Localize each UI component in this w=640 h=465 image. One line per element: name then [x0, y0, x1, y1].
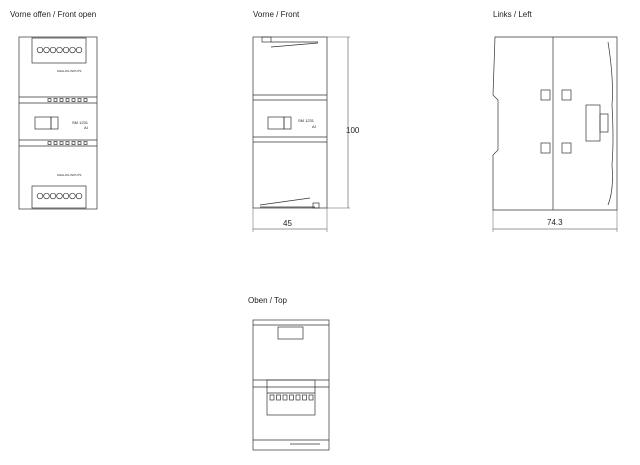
terminal-screw-icon	[62, 46, 70, 54]
front-open-bottom-io-label: ANALOG INPUTS	[57, 173, 81, 177]
terminal-screw-icon	[49, 192, 57, 200]
terminal-slot	[269, 394, 275, 401]
front-open-module-type: AI	[84, 125, 88, 130]
terminal-slot	[302, 394, 307, 401]
terminal-screw-icon	[75, 192, 83, 200]
status-led	[53, 141, 58, 145]
top-view-title: Oben / Top	[248, 296, 287, 305]
terminal-screw-icon	[62, 192, 70, 200]
front-open-view-title: Vorne offen / Front open	[10, 10, 97, 19]
front-open-module-name: SM 1231	[72, 120, 89, 125]
front-view-title: Vorne / Front	[253, 10, 300, 19]
terminal-screw-icon	[43, 46, 50, 54]
height-dimension: 100	[346, 126, 360, 135]
terminal-screw-icon	[69, 192, 76, 200]
status-led	[65, 141, 70, 145]
terminal-screw-icon	[36, 192, 44, 200]
left-view-title: Links / Left	[493, 10, 532, 19]
terminal-screw-icon	[49, 46, 57, 54]
status-led	[77, 141, 82, 145]
front-open-top-io-label: ANALOG INPUTS	[57, 69, 81, 73]
status-led	[77, 98, 82, 102]
status-led	[83, 98, 88, 102]
status-led	[59, 141, 64, 145]
terminal-screw-icon	[43, 192, 50, 200]
terminal-slot	[295, 394, 301, 401]
left-drawing: 74.3	[492, 36, 618, 232]
terminal-screw-icon	[56, 192, 63, 200]
front-module-name: SM 1231	[298, 118, 315, 123]
terminal-slot	[308, 394, 314, 401]
top-drawing	[252, 319, 330, 451]
front-open-drawing: SM 1231 AI ANALOG INPUTS ANALOG INPUTS	[18, 36, 98, 210]
status-led	[47, 98, 52, 102]
terminal-slot	[276, 394, 281, 401]
terminal-slot	[282, 394, 288, 401]
front-drawing: SM 1231 AI 100 45	[252, 36, 360, 232]
width-dimension: 45	[283, 219, 292, 228]
terminal-slot	[289, 394, 294, 401]
status-led	[71, 98, 76, 102]
terminal-screw-icon	[56, 46, 63, 54]
depth-dimension: 74.3	[547, 218, 563, 227]
status-led	[53, 98, 58, 102]
terminal-screw-icon	[75, 46, 83, 54]
status-led	[83, 141, 88, 145]
status-led	[71, 141, 76, 145]
status-led	[59, 98, 64, 102]
terminal-screw-icon	[36, 46, 44, 54]
terminal-screw-icon	[69, 46, 76, 54]
status-led	[47, 141, 52, 145]
front-module-type: AI	[312, 124, 316, 129]
status-led	[65, 98, 70, 102]
